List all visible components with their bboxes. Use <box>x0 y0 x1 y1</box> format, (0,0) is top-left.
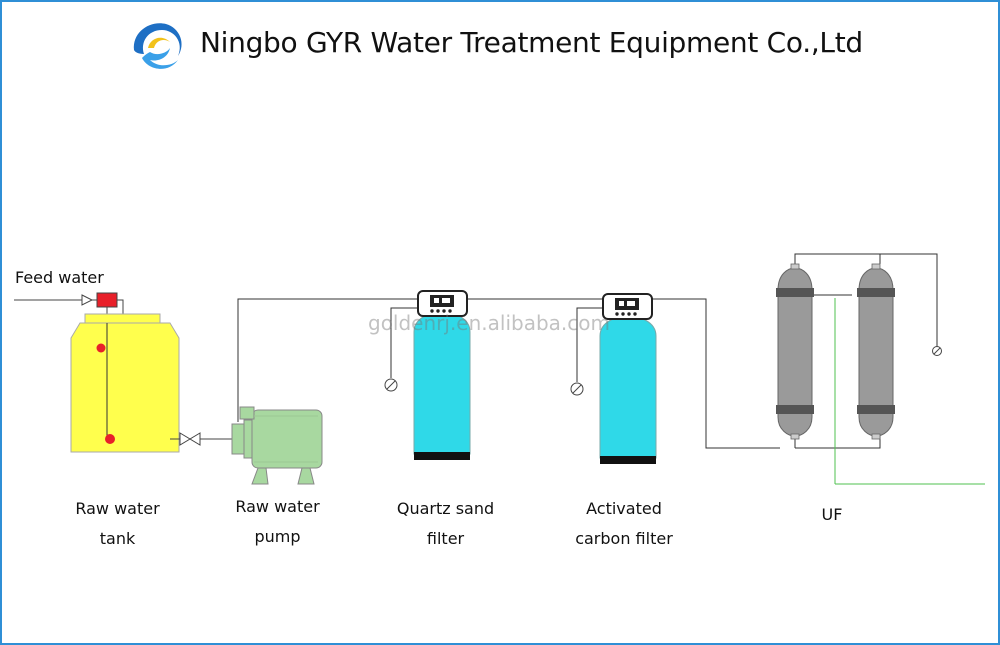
level-sensor-high <box>96 343 106 353</box>
feed-water-inlet <box>14 294 97 306</box>
level-sensor-low <box>105 434 115 444</box>
label-uf: UF <box>821 505 843 524</box>
uf-membrane-right <box>857 263 895 440</box>
feed-water-label: Feed water <box>15 268 104 287</box>
quartz-sand-filter-shape <box>413 290 471 460</box>
uf-membrane-left <box>776 263 814 440</box>
company-name: Ningbo GYR Water Treatment Equipment Co.… <box>200 26 863 59</box>
activated-carbon-filter-shape <box>599 293 657 464</box>
wave-swirl-logo-icon <box>130 20 186 76</box>
raw-water-pump-shape <box>231 406 323 485</box>
main-pipeline <box>237 253 938 449</box>
header: Ningbo GYR Water Treatment Equipment Co.… <box>2 2 998 94</box>
raw-water-tank-shape <box>70 313 180 453</box>
watermark: goldenrj.en.alibaba.com <box>368 311 610 335</box>
tank-outlet-valve <box>170 432 232 446</box>
inlet-float-valve <box>96 292 118 308</box>
pressure-gauge-icon <box>384 346 942 396</box>
